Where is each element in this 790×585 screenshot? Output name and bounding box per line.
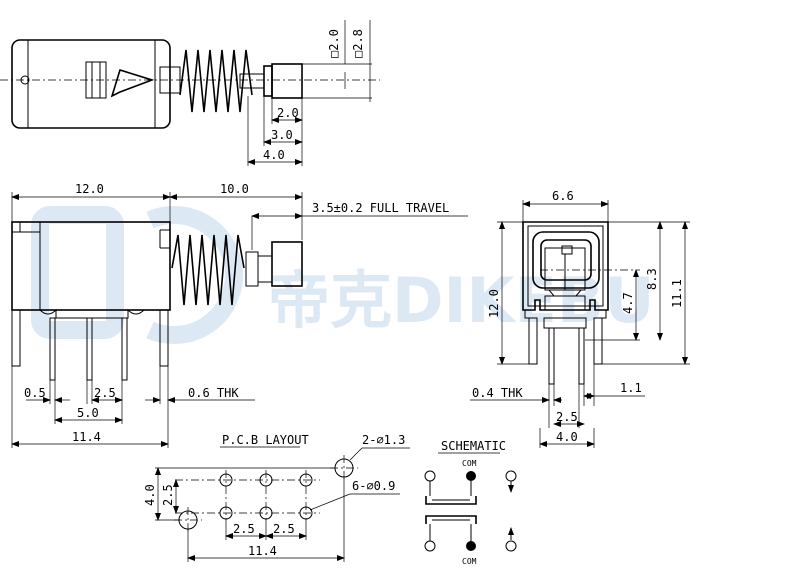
side-dim-width: 6.6 [552,189,574,203]
side-thickness-note: 0.4 THK [472,386,523,400]
stem-square-2-0: □2.0 [327,29,341,58]
pcb-mount-holes: 2-∅1.3 [362,433,405,447]
top-dim-3-0: 3.0 [271,128,293,142]
pcb-dim-total-width: 11.4 [248,544,277,558]
side-dim-h1: 4.7 [621,292,635,314]
front-view: 12.0 10.0 3.5±0.2 FULL TRAVEL [11,182,468,448]
front-dim-body-length: 12.0 [75,182,104,196]
pcb-dim-height: 4.0 [143,484,157,506]
watermark: 帝克DIKEBU [31,206,655,344]
schematic: SCHEMATIC COM COM [424,439,517,566]
schematic-com-top: COM [462,459,477,468]
travel-note: 3.5±0.2 FULL TRAVEL [312,201,449,215]
pcb-layout-title: P.C.B LAYOUT [222,433,309,447]
pcb-dim-col-pitch-a: 2.5 [233,522,255,536]
front-dim-pin-width: 0.5 [24,386,46,400]
front-dim-total-width: 11.4 [72,430,101,444]
front-dim-stem-length: 10.0 [220,182,249,196]
top-view: □2.0 □2.8 2.0 3.0 4.0 [0,20,380,166]
schematic-title: SCHEMATIC [441,439,506,453]
watermark-text: 帝克DIKEBU [268,264,655,337]
side-dim-span: 4.0 [556,430,578,444]
side-view: 6.6 12.0 4.7 8.3 11.1 [470,189,690,448]
pcb-pin-holes: 6-∅0.9 [352,479,395,493]
top-dim-4-0: 4.0 [263,148,285,162]
side-dim-h3: 11.1 [670,279,684,308]
side-dim-gap: 1.1 [620,381,642,395]
stem-square-2-8: □2.8 [351,29,365,58]
front-dim-pin-span: 5.0 [77,406,99,420]
side-dim-body-height: 12.0 [487,289,501,318]
front-dim-pin-pitch: 2.5 [94,386,116,400]
pcb-layout: P.C.B LAYOUT 2-∅1.3 6-∅0.9 4.0 2.5 [143,433,410,562]
pcb-dim-row-pitch: 2.5 [161,484,175,506]
top-dim-2-0: 2.0 [277,106,299,120]
front-thickness-note: 0.6 THK [188,386,239,400]
side-dim-h2: 8.3 [645,268,659,290]
side-dim-pitch: 2.5 [556,410,578,424]
schematic-com-bottom: COM [462,557,477,566]
pcb-dim-col-pitch-b: 2.5 [273,522,295,536]
